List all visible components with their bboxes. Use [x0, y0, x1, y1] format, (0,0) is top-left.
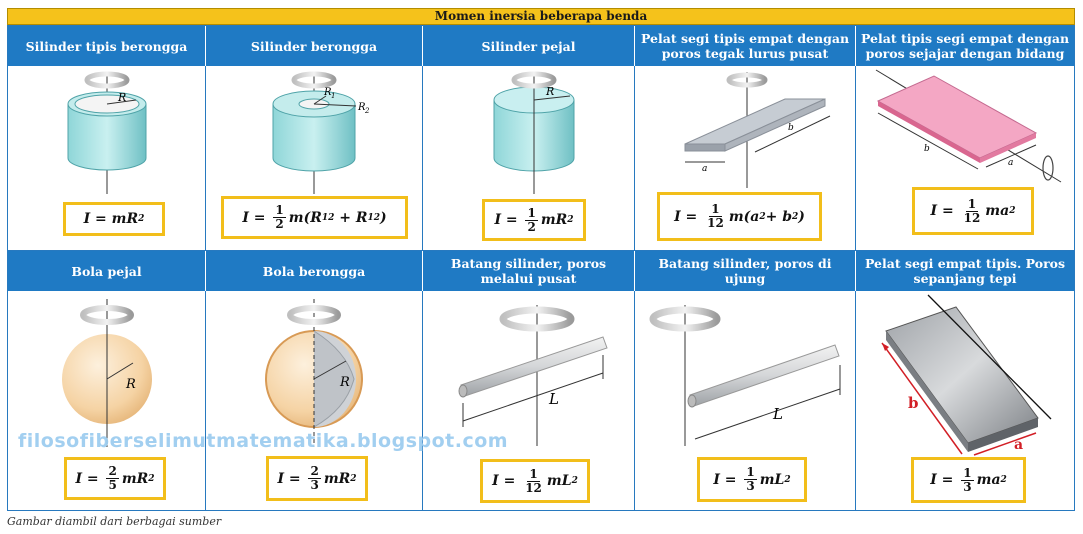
source-caption: Gambar diambil dari berbagai sumber [7, 515, 222, 528]
header-solid-cylinder: Silinder pejal [423, 26, 635, 66]
label-r: R [545, 85, 554, 98]
header-rod-center: Batang silinder, poros melalui pusat [423, 251, 635, 291]
plate-parallel-illustration: b a [875, 69, 1062, 183]
label-a: a [1008, 158, 1013, 168]
header-plate-parallel: Pelat tipis segi empat dengan poros seja… [856, 26, 1074, 66]
header-plate-edge: Pelat segi empat tipis. Poros sepanjang … [856, 251, 1074, 291]
label-b: b [908, 394, 919, 412]
header-hollow-cylinder: Silinder berongga [206, 26, 423, 66]
label-l: L [548, 390, 559, 408]
label-l: L [772, 405, 783, 423]
label-r2: R [357, 102, 366, 113]
label-r: R [125, 377, 136, 392]
label-r: R [117, 91, 126, 104]
header-solid-sphere: Bola pejal [8, 251, 206, 291]
header-rod-end: Batang silinder, poros di ujung [635, 251, 856, 291]
label-b: b [788, 123, 794, 133]
solid-cylinder-illustration: R [493, 71, 575, 194]
label-a: a [702, 164, 707, 174]
solid-sphere-illustration: R [62, 299, 152, 447]
label-r1: R [323, 87, 332, 98]
rod-center-illustration: L [458, 305, 608, 446]
label-b: b [924, 144, 930, 154]
svg-text:1: 1 [331, 92, 335, 100]
header-hollow-sphere: Bola berongga [206, 251, 423, 291]
watermark: filosofiberselimutmatematika.blogspot.co… [18, 430, 509, 452]
thin-hollow-cylinder-illustration: R [67, 71, 147, 194]
table-title: Momen inersia beberapa benda [7, 8, 1075, 25]
label-r: R [339, 375, 350, 390]
label-a: a [1014, 437, 1023, 453]
header-plate-perpendicular: Pelat segi tipis empat dengan poros tega… [635, 26, 856, 66]
hollow-cylinder-illustration: R 1 R 2 [272, 71, 370, 194]
moment-of-inertia-table: Silinder tipis berongga Silinder berongg… [7, 25, 1075, 511]
plate-edge-illustration: b a [881, 294, 1052, 456]
svg-text:2: 2 [364, 107, 370, 115]
rod-end-illustration: L [649, 305, 841, 446]
plate-perpendicular-illustration: a b [684, 72, 831, 188]
header-thin-hollow-cylinder: Silinder tipis berongga [8, 26, 206, 66]
hollow-sphere-illustration: R [265, 299, 363, 447]
